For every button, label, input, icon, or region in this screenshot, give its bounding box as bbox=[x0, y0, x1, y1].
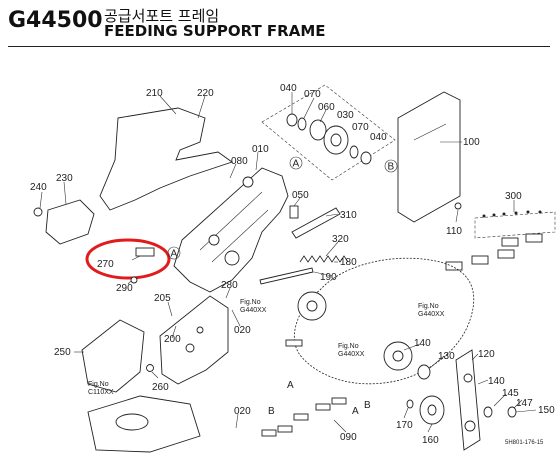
frame-bolt bbox=[208, 234, 220, 246]
marker-letter: A bbox=[293, 159, 300, 170]
part-label: 300 bbox=[505, 191, 522, 202]
part-label: 020 bbox=[234, 325, 251, 336]
ring-145 bbox=[483, 406, 493, 418]
part-label: 205 bbox=[154, 293, 171, 304]
frame-bolt-top bbox=[242, 176, 254, 188]
frame-hub bbox=[224, 250, 240, 266]
main-frame-010 bbox=[173, 167, 289, 293]
ring-170 bbox=[406, 399, 414, 409]
highlight-circle bbox=[85, 238, 171, 280]
washer-040-b bbox=[360, 151, 372, 165]
washer-150 bbox=[507, 406, 517, 418]
part-label: 110 bbox=[446, 226, 462, 237]
bolt-290 bbox=[130, 276, 138, 284]
pin-050 bbox=[289, 205, 299, 219]
part-label: 270 bbox=[97, 259, 114, 270]
part-label: 310 bbox=[340, 210, 357, 221]
washer-040 bbox=[286, 113, 298, 127]
part-label: 020 bbox=[234, 406, 251, 417]
bearing-130 bbox=[417, 364, 431, 380]
part-label: 240 bbox=[30, 182, 47, 193]
part-label: 260 bbox=[152, 382, 169, 393]
chain-marker: B bbox=[268, 406, 275, 417]
fig-ref-code: C110XX bbox=[88, 389, 114, 396]
bolt-260 bbox=[146, 364, 154, 372]
chain-marker: A bbox=[287, 380, 294, 391]
plate-270 bbox=[135, 247, 155, 257]
chain-marker: B bbox=[364, 400, 371, 411]
part-label: 250 bbox=[54, 347, 71, 358]
part-label: 050 bbox=[292, 190, 309, 201]
ring-070-b bbox=[349, 145, 359, 159]
bracket-120 bbox=[455, 349, 481, 451]
part-label: 040 bbox=[280, 83, 297, 94]
part-label: 140 bbox=[488, 376, 505, 387]
ring-070 bbox=[297, 117, 307, 131]
fig-ref-code: G440XX bbox=[240, 307, 267, 314]
bolt-240 bbox=[33, 207, 43, 217]
base-frame bbox=[159, 295, 229, 385]
chain-links-300 bbox=[445, 210, 543, 271]
bolt-110 bbox=[454, 202, 462, 210]
part-label: 160 bbox=[422, 435, 439, 446]
part-label: 040 bbox=[370, 132, 387, 143]
header-rule bbox=[8, 46, 550, 47]
part-label: 140 bbox=[414, 338, 431, 349]
chain-link-small bbox=[285, 339, 303, 347]
part-label: 180 bbox=[340, 257, 357, 268]
part-number-labels: 210 220 040 070 060 030 070 040 100 080 … bbox=[30, 83, 555, 446]
drawing-number: 5H801-176-15 bbox=[505, 440, 544, 446]
marker-letter: B bbox=[388, 162, 395, 173]
part-label: 230 bbox=[56, 173, 73, 184]
drive-chain bbox=[293, 257, 474, 385]
fig-ref-label: Fig.No bbox=[88, 381, 109, 388]
part-label: 010 bbox=[252, 144, 269, 155]
part-label: 280 bbox=[221, 280, 238, 291]
fig-ref-label: Fig.No bbox=[240, 299, 261, 306]
part-label: 100 bbox=[463, 137, 480, 148]
fig-ref-label: Fig.No bbox=[338, 343, 359, 350]
part-label: 220 bbox=[197, 88, 214, 99]
fig-ref-label: Fig.No bbox=[418, 303, 439, 310]
part-label: 190 bbox=[320, 272, 337, 283]
part-label: 147 bbox=[516, 398, 533, 409]
part-label: 030 bbox=[337, 110, 354, 121]
support-plate-210 bbox=[99, 107, 233, 211]
part-label: 320 bbox=[332, 234, 349, 245]
part-label: 090 bbox=[340, 432, 357, 443]
part-label: 290 bbox=[116, 283, 133, 294]
bearing-060 bbox=[309, 119, 327, 141]
bracket-230 bbox=[45, 199, 95, 245]
fig-ref-code: G440XX bbox=[338, 351, 365, 358]
part-label: 150 bbox=[538, 405, 555, 416]
part-label: 145 bbox=[502, 388, 519, 399]
part-label: 210 bbox=[146, 88, 163, 99]
chain-090 bbox=[261, 397, 347, 437]
cover-250 bbox=[81, 319, 145, 393]
part-label: 170 bbox=[396, 420, 413, 431]
rod-190 bbox=[259, 267, 314, 285]
cover-plate-100 bbox=[397, 91, 461, 223]
part-label: 070 bbox=[304, 89, 321, 100]
part-label: 120 bbox=[478, 349, 495, 360]
part-label: 060 bbox=[318, 102, 335, 113]
part-label: 200 bbox=[164, 334, 181, 345]
title-korean: 공급서포트 프레임 bbox=[104, 7, 220, 25]
marker-letter: A bbox=[171, 249, 178, 260]
bearing-group-box bbox=[261, 84, 396, 181]
part-label: 070 bbox=[352, 122, 369, 133]
part-label: 080 bbox=[231, 156, 248, 167]
spring-320 bbox=[299, 255, 349, 263]
chain-marker: A bbox=[352, 406, 359, 417]
part-label: 130 bbox=[438, 351, 455, 362]
chain-links-box bbox=[474, 211, 556, 239]
part-code: G44500 bbox=[8, 8, 103, 33]
title-english: FEEDING SUPPORT FRAME bbox=[104, 22, 326, 40]
fig-ref-code: G440XX bbox=[418, 311, 445, 318]
